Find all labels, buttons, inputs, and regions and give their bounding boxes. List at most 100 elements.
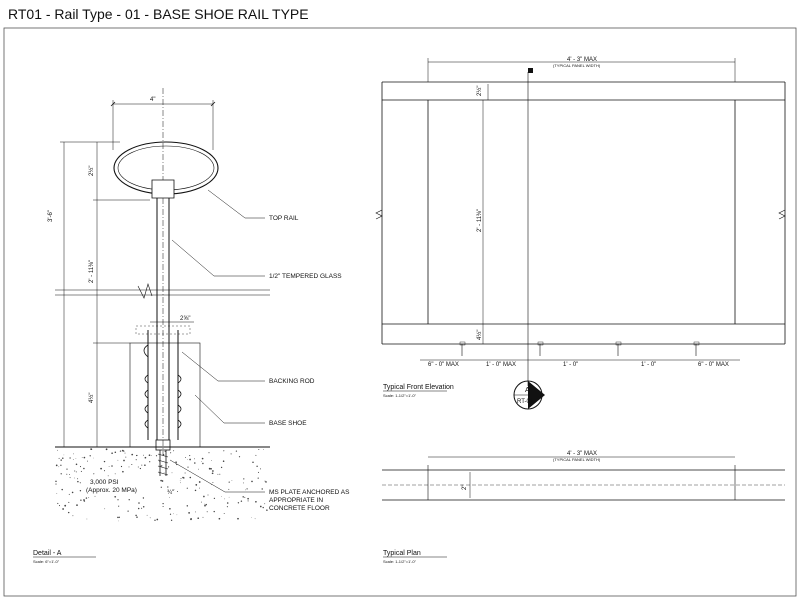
- concrete-speck: [189, 476, 192, 479]
- concrete-speck: [172, 513, 174, 515]
- concrete-speck: [71, 491, 74, 494]
- concrete-speck: [179, 480, 181, 482]
- concrete-speck: [151, 455, 152, 456]
- concrete-speck: [240, 500, 243, 502]
- concrete-speck: [128, 499, 130, 501]
- concrete-speck: [69, 457, 71, 459]
- concrete-speck: [56, 493, 58, 494]
- concrete-speck: [254, 518, 256, 520]
- concrete-speck: [187, 466, 189, 468]
- concrete-speck: [100, 467, 102, 470]
- concrete-speck: [131, 463, 133, 466]
- concrete-speck: [235, 450, 238, 452]
- concrete-speck: [68, 501, 70, 503]
- dim-overall-height: 3'-6": [48, 210, 54, 222]
- elevation-scale: Scale: 1-1/2"=1'-0": [383, 393, 417, 398]
- concrete-speck: [184, 472, 186, 474]
- concrete-speck: [79, 466, 82, 468]
- concrete-speck: [190, 517, 192, 520]
- concrete-speck: [256, 465, 258, 468]
- concrete-speck: [186, 487, 188, 489]
- callout-backing-rod: BACKING ROD: [269, 378, 315, 385]
- concrete-speck: [135, 454, 138, 457]
- concrete-speck: [237, 502, 240, 504]
- concrete-strength: 3,000 PSI: [90, 479, 119, 486]
- concrete-speck: [173, 489, 175, 491]
- concrete-speck: [127, 510, 129, 512]
- concrete-speck: [58, 466, 60, 468]
- concrete-speck: [245, 489, 246, 491]
- concrete-speck: [164, 450, 166, 453]
- concrete-speck: [226, 506, 228, 508]
- concrete-speck: [201, 457, 204, 460]
- concrete-speck: [86, 518, 88, 520]
- concrete-speck: [194, 511, 196, 513]
- concrete-speck: [210, 483, 212, 485]
- concrete-speck: [238, 456, 241, 458]
- plan-caption: Typical Plan: [383, 550, 421, 557]
- concrete-speck: [202, 516, 204, 518]
- callout-top-rail: TOP RAIL: [269, 215, 299, 222]
- concrete-speck: [57, 449, 59, 451]
- concrete-speck: [205, 503, 207, 506]
- concrete-speck: [124, 452, 126, 454]
- typical-plan: [382, 456, 785, 558]
- concrete-speck: [189, 458, 191, 461]
- concrete-speck: [171, 472, 173, 474]
- concrete-speck: [188, 512, 190, 514]
- concrete-speck: [75, 471, 77, 473]
- concrete-speck: [156, 518, 159, 521]
- section-letter: A: [525, 387, 530, 394]
- concrete-speck: [117, 499, 119, 501]
- concrete-speck: [224, 498, 226, 500]
- elev-spacing-2: 1' - 0" MAX: [486, 362, 516, 368]
- concrete-speck: [83, 456, 86, 459]
- elev-spacing-3: 1' - 0": [563, 362, 578, 368]
- concrete-speck: [223, 450, 225, 452]
- concrete-speck: [142, 454, 144, 456]
- dim-glass-height: 2' - 11⅜": [89, 260, 95, 283]
- concrete-speck: [81, 457, 83, 458]
- concrete-speck: [186, 505, 189, 507]
- elev-panel-width: 4' - 3" MAX: [567, 57, 597, 63]
- concrete-speck: [123, 450, 125, 452]
- concrete-speck: [83, 499, 85, 501]
- concrete-speck: [251, 517, 252, 518]
- concrete-speck: [162, 502, 164, 505]
- concrete-speck: [212, 470, 214, 472]
- concrete-speck: [211, 472, 214, 475]
- concrete-speck: [66, 468, 68, 470]
- concrete-speck: [259, 468, 262, 470]
- concrete-speck: [198, 468, 199, 470]
- concrete-speck: [266, 509, 268, 511]
- concrete-speck: [201, 461, 203, 463]
- concrete-speck: [208, 452, 210, 454]
- concrete-speck: [118, 516, 120, 518]
- concrete-speck: [148, 454, 151, 457]
- concrete-speck: [186, 458, 188, 460]
- elevation-caption: Typical Front Elevation: [383, 384, 454, 391]
- concrete-speck: [64, 504, 67, 507]
- concrete-speck: [62, 508, 64, 510]
- concrete-speck: [89, 455, 91, 457]
- concrete-speck: [58, 457, 60, 459]
- elev-glass-dim: 2' - 11⅜": [477, 209, 483, 232]
- concrete-speck: [194, 462, 196, 464]
- concrete-speck: [137, 507, 140, 510]
- dim-shoe-height: 4½": [88, 393, 95, 403]
- callout-glass: 1/2" TEMPERED GLASS: [269, 273, 342, 280]
- concrete-speck: [146, 514, 148, 516]
- concrete-speck: [162, 453, 165, 456]
- concrete-speck: [122, 470, 124, 473]
- concrete-speck: [175, 461, 177, 464]
- concrete-speck: [169, 513, 172, 515]
- concrete-speck: [237, 517, 239, 520]
- elev-spacing-1: 6" - 0" MAX: [428, 362, 459, 368]
- concrete-speck: [228, 488, 230, 490]
- concrete-speck: [261, 488, 263, 490]
- concrete-speck: [154, 519, 156, 521]
- concrete-speck: [87, 460, 88, 462]
- concrete-speck: [76, 504, 78, 506]
- callout-base-shoe: BASE SHOE: [269, 420, 307, 427]
- concrete-speck: [212, 482, 214, 483]
